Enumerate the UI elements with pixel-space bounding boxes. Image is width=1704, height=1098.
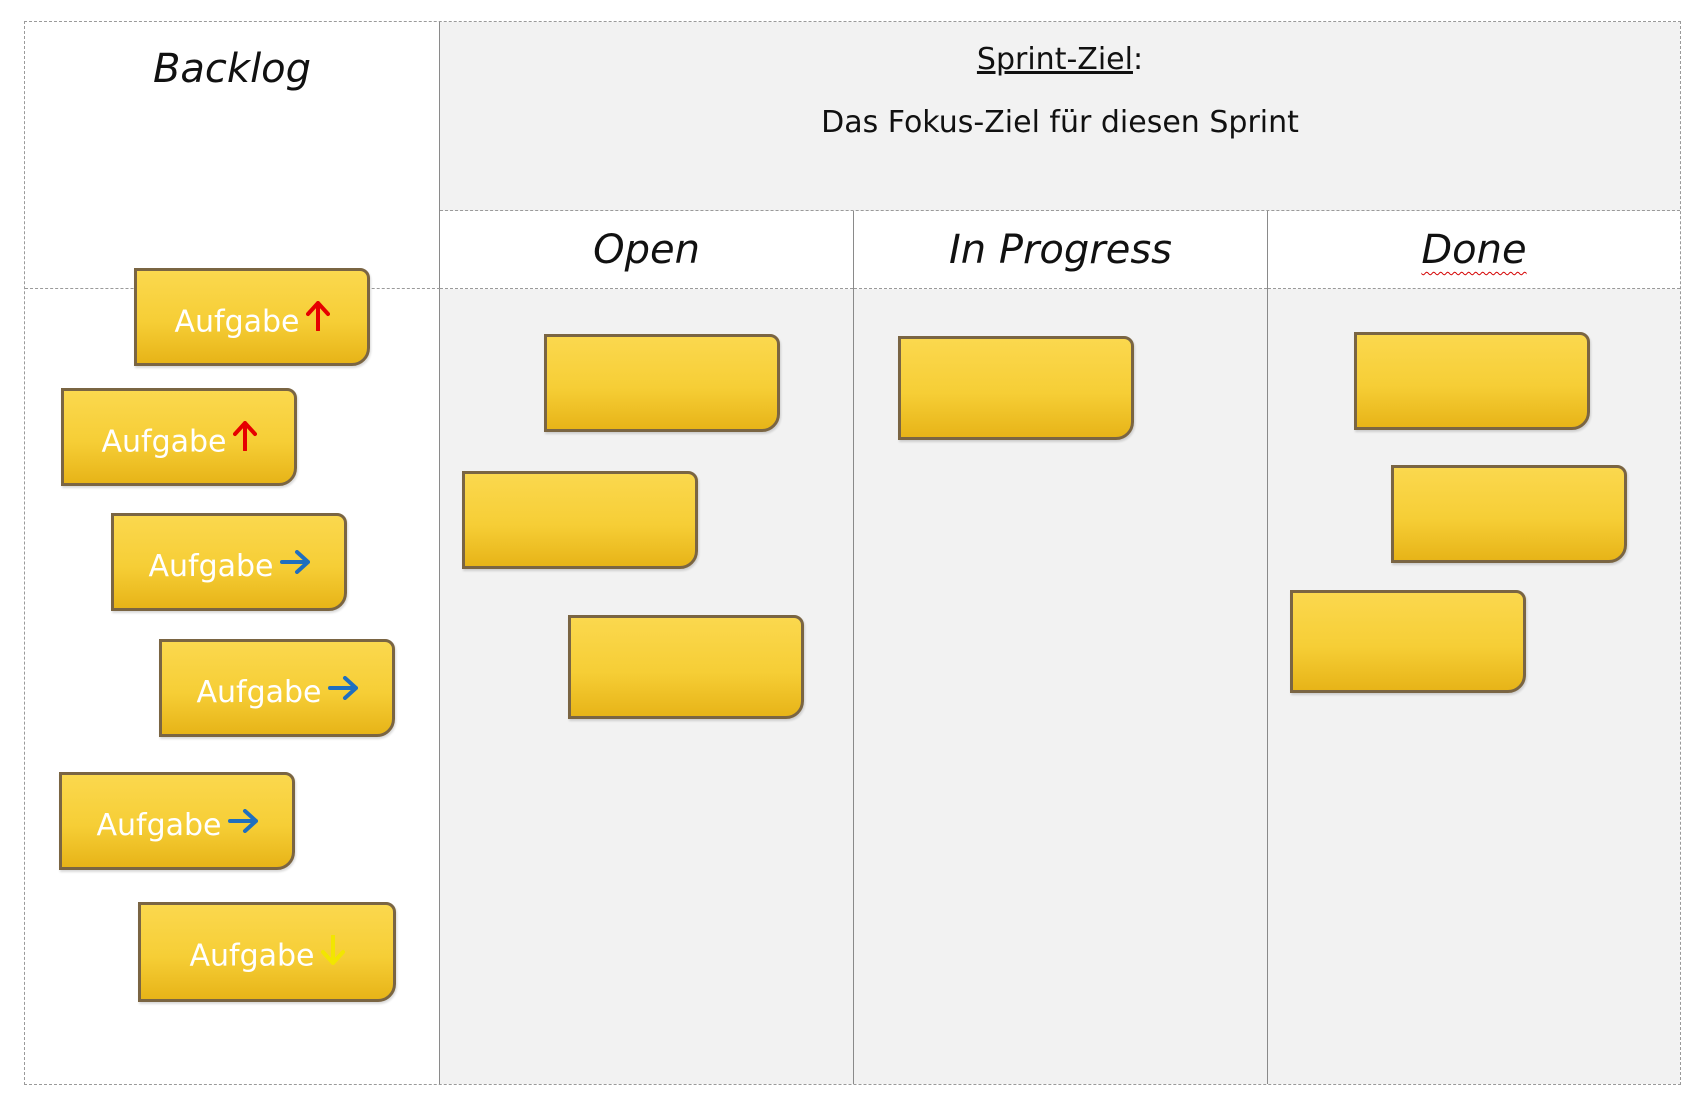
- card-label-text: Aufgabe: [148, 549, 274, 584]
- card-label-text: Aufgabe: [196, 675, 322, 710]
- card-label: Aufgabe: [141, 934, 393, 976]
- card-label: Aufgabe: [64, 421, 294, 462]
- column-done-title: Done: [1268, 227, 1680, 273]
- backlog-card[interactable]: Aufgabe: [111, 513, 347, 611]
- card-label-text: Aufgabe: [96, 808, 222, 843]
- card-label: Aufgabe: [62, 808, 292, 844]
- open-card[interactable]: [462, 471, 698, 569]
- backlog-card[interactable]: Aufgabe: [134, 268, 370, 366]
- done-card[interactable]: [1391, 465, 1627, 563]
- backlog-card[interactable]: Aufgabe: [61, 388, 297, 486]
- done-card[interactable]: [1354, 332, 1590, 430]
- in-progress-card[interactable]: [898, 336, 1134, 440]
- open-card[interactable]: [544, 334, 780, 432]
- down-arrow-icon: [320, 934, 345, 973]
- sprint-goal-colon: :: [1132, 42, 1144, 77]
- sprint-goal-label: Sprint-Ziel:: [440, 42, 1680, 77]
- column-done-label: Done: [1421, 227, 1527, 273]
- backlog-card[interactable]: Aufgabe: [159, 639, 395, 737]
- up-arrow-icon: [232, 421, 257, 459]
- backlog-card[interactable]: Aufgabe: [138, 902, 396, 1002]
- backlog-title: Backlog: [152, 46, 312, 92]
- column-done-header: Done: [1268, 211, 1680, 289]
- card-label: Aufgabe: [114, 549, 344, 585]
- card-label-text: Aufgabe: [174, 304, 300, 340]
- card-label-text: Aufgabe: [189, 938, 315, 974]
- column-open-title: Open: [593, 227, 700, 273]
- card-label: Aufgabe: [137, 301, 367, 342]
- right-arrow-icon: [279, 547, 310, 582]
- sprint-goal-text: Das Fokus-Ziel für diesen Sprint: [821, 105, 1299, 140]
- done-card[interactable]: [1290, 590, 1526, 693]
- column-in-progress-header: In Progress: [854, 211, 1267, 289]
- sprint-goal-label-text: Sprint-Ziel: [976, 42, 1133, 77]
- card-label-text: Aufgabe: [101, 424, 227, 460]
- column-open-header: Open: [440, 211, 853, 289]
- up-arrow-icon: [305, 301, 330, 339]
- right-arrow-icon: [227, 806, 258, 841]
- column-in-progress-title: In Progress: [948, 227, 1173, 273]
- backlog-card[interactable]: Aufgabe: [59, 772, 295, 870]
- scrum-board: Backlog Sprint-Ziel: Das Fokus-Ziel für …: [24, 21, 1681, 1085]
- sprint-goal-box: Sprint-Ziel: Das Fokus-Ziel für diesen S…: [440, 22, 1680, 211]
- card-label: Aufgabe: [162, 675, 392, 711]
- right-arrow-icon: [327, 673, 358, 708]
- open-card[interactable]: [568, 615, 804, 719]
